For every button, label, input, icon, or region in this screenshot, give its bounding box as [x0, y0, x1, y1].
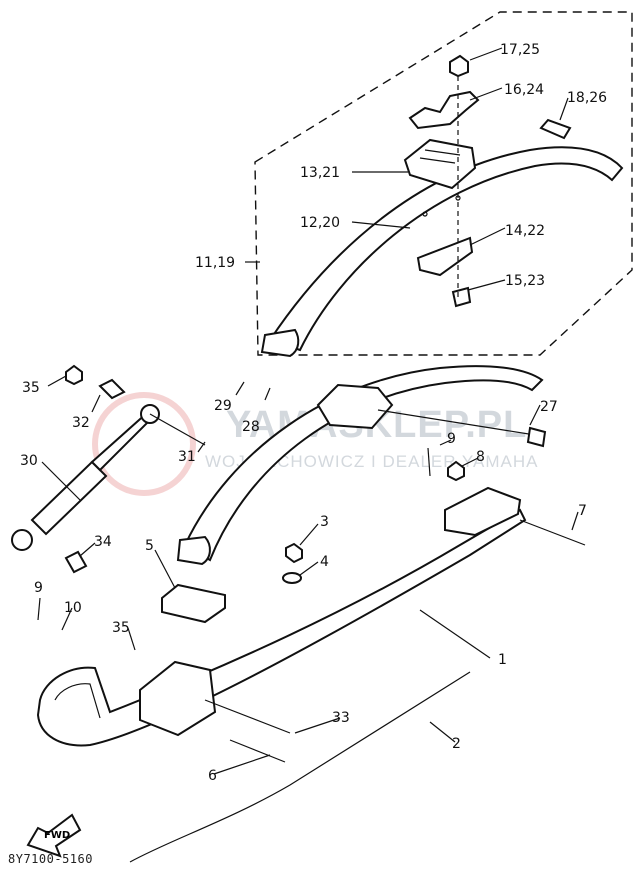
callout-3: 3: [320, 514, 329, 530]
callout-11-19: 11,19: [195, 255, 235, 271]
callout-7: 7: [578, 503, 587, 519]
nut-shock-top: [65, 364, 83, 386]
callout-17-25: 17,25: [500, 42, 540, 58]
callout-9-upper: 9: [447, 431, 456, 447]
ski-bolt: [229, 739, 286, 763]
washer: [282, 572, 302, 584]
front-bolt: [519, 519, 586, 546]
callout-14-22: 14,22: [505, 223, 545, 239]
callout-35-top: 35: [22, 380, 40, 396]
callout-4: 4: [320, 554, 329, 570]
diagram-part-code: 8Y7100-5160: [8, 852, 93, 866]
spring-holder: [161, 583, 226, 624]
callout-33: 33: [332, 710, 350, 726]
ski-bolt-33: [204, 699, 291, 734]
callout-5: 5: [145, 538, 154, 554]
clamp-plate: [408, 90, 480, 130]
callout-32: 32: [72, 415, 90, 431]
nut-lower: [285, 542, 303, 564]
callout-12-20: 12,20: [300, 215, 340, 231]
callout-31: 31: [178, 449, 196, 465]
spring-mount-bracket: [316, 383, 394, 430]
callout-10: 10: [64, 600, 82, 616]
callout-15-23: 15,23: [505, 273, 545, 289]
fwd-arrow: FWD: [26, 813, 82, 858]
callout-34: 34: [94, 534, 112, 550]
fwd-label: FWD: [44, 830, 70, 841]
callout-2: 2: [452, 736, 461, 752]
callout-16-24: 16,24: [504, 82, 544, 98]
collar-lower: [64, 550, 88, 574]
ski-runner: [129, 671, 471, 863]
lower-bracket: [416, 236, 474, 277]
callout-27: 27: [540, 399, 558, 415]
nut-8: [447, 460, 465, 482]
exploded-view-boundary: [254, 11, 633, 356]
long-bolt: [377, 409, 536, 436]
callout-1: 1: [498, 652, 507, 668]
callout-labels: 17,25 16,24 18,26 13,21 12,20 14,22 15,2…: [20, 42, 607, 784]
shock-absorber: [11, 404, 160, 551]
callout-13-21: 13,21: [300, 165, 340, 181]
collar: [98, 378, 126, 400]
callout-35-lower: 35: [112, 620, 130, 636]
callout-9-lower: 9: [34, 580, 43, 596]
callout-30: 30: [20, 453, 38, 469]
callout-6: 6: [208, 768, 217, 784]
ski-body: [36, 486, 527, 747]
spring-bushing: [539, 118, 572, 140]
bracket-bolt: [451, 286, 472, 308]
watermark-logo: [92, 392, 196, 496]
callout-29: 29: [214, 398, 232, 414]
shock-bolt: [149, 413, 206, 446]
cotter-pin: [427, 447, 431, 477]
callout-28: 28: [242, 419, 260, 435]
nut-top: [449, 54, 469, 78]
callout-8: 8: [476, 449, 485, 465]
leader-lines: [37, 47, 579, 775]
upper-leaf-spring: [260, 146, 624, 358]
callout-18-26: 18,26: [567, 90, 607, 106]
